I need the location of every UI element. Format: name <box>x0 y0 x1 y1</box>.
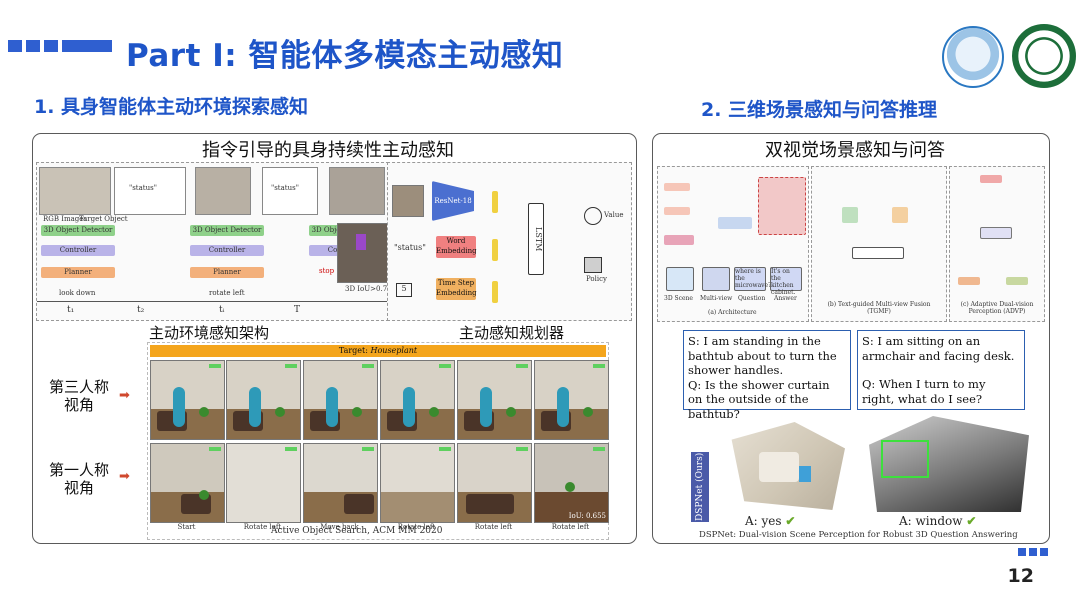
check-icon: ✔ <box>966 514 977 528</box>
frame-thumbnail: "status" <box>114 167 186 215</box>
page-number: 12 <box>1007 565 1034 587</box>
first-person-frame <box>380 443 455 523</box>
first-person-label: 第一人称视角 <box>48 461 109 497</box>
fc-layer <box>492 281 498 303</box>
title-decoration <box>8 40 112 52</box>
frame-thumbnail <box>195 167 251 215</box>
stop-label: stop <box>319 267 335 275</box>
planner-block: Planner <box>190 267 264 278</box>
third-person-label: 第三人称视角 <box>48 378 109 414</box>
tgmf-figure: (b) Text-guided Multi-view Fusion (TGMF) <box>811 166 947 322</box>
third-person-frame <box>226 360 301 440</box>
input-image <box>392 185 424 217</box>
left-section-heading: 1. 具身智能体主动环境探索感知 <box>34 96 309 118</box>
target-banner: Target: Houseplant <box>150 345 606 357</box>
iou-readout: IoU: 0.655 <box>568 512 606 520</box>
architecture-caption: 主动环境感知架构 <box>149 324 270 342</box>
third-person-frame <box>150 360 225 440</box>
resnet-block: ResNet-18 <box>432 181 474 221</box>
advp-figure: (c) Adaptive Dual-vision Perception (ADV… <box>949 166 1045 322</box>
status-input: "status" <box>394 243 426 252</box>
answer-2: A: window ✔ <box>899 514 977 528</box>
dspnet-tag: DSPNet (Ours) <box>691 452 709 522</box>
first-person-frame <box>457 443 532 523</box>
left-reference: Active Object Search, ACM MM 2020 <box>271 526 443 536</box>
controller-block: Controller <box>190 245 264 256</box>
third-person-frame <box>534 360 609 440</box>
right-reference: DSPNet: Dual-vision Scene Perception for… <box>699 530 1018 540</box>
sysu-logo <box>1012 24 1076 88</box>
frame-thumbnail <box>39 167 111 215</box>
qa-example-1: S: I am standing in the bathtub about to… <box>683 330 851 421</box>
footer-decoration <box>1018 548 1048 556</box>
left-panel-title: 指令引导的具身持续性主动感知 <box>202 140 454 161</box>
value-head <box>584 207 602 225</box>
right-panel: 双视觉场景感知与问答 where is the microwave? It's … <box>652 133 1050 544</box>
right-section-heading: 2. 三维场景感知与问答推理 <box>701 99 938 121</box>
qa-example-2: S: I am sitting on an armchair and facin… <box>857 330 1025 410</box>
arrow-right-icon: ➡ <box>119 469 130 484</box>
office-3d-render <box>869 416 1029 512</box>
first-person-frame <box>226 443 301 523</box>
time-step-block: Time Step Embedding <box>436 278 477 300</box>
third-person-frame <box>303 360 378 440</box>
search-episode-figure: Target: Houseplant IoU: 0.655 Start Rota… <box>147 342 609 540</box>
word-embedding-block: Word Embedding <box>436 236 477 258</box>
first-person-frame <box>303 443 378 523</box>
fc-layer <box>492 239 498 261</box>
first-person-frame <box>150 443 225 523</box>
step-input: 5 <box>396 283 412 297</box>
planner-block: Planner <box>41 267 115 278</box>
scene-3d-thumbnail <box>337 223 395 283</box>
third-person-frame <box>457 360 532 440</box>
controller-block: Controller <box>41 245 115 256</box>
right-panel-title: 双视觉场景感知与问答 <box>765 140 945 161</box>
dspnet-architecture-figure: where is the microwave? It's on the kitc… <box>657 166 809 322</box>
frame-thumbnail: "status" <box>262 167 318 215</box>
bathroom-3d-render <box>731 422 845 510</box>
detector-block: 3D Object Detector <box>190 225 264 236</box>
policy-head <box>584 257 602 273</box>
frame-thumbnail <box>329 167 385 215</box>
fc-layer <box>492 191 498 213</box>
planner-caption: 主动感知规划器 <box>459 324 565 342</box>
left-panel: 指令引导的具身持续性主动感知 "status" "status" RGB Ima… <box>32 133 637 544</box>
check-icon: ✔ <box>785 514 796 528</box>
pengcheng-lab-logo <box>942 26 1004 88</box>
page-title: Part I: 智能体多模态主动感知 <box>126 38 564 74</box>
detector-block: 3D Object Detector <box>41 225 115 236</box>
lstm-block: LSTM <box>528 203 544 275</box>
answer-1: A: yes ✔ <box>745 514 796 528</box>
first-person-frame: IoU: 0.655 <box>534 443 609 523</box>
arrow-right-icon: ➡ <box>119 388 130 403</box>
pipeline-diagram: "status" "status" RGB Images Target Obje… <box>36 162 414 321</box>
third-person-frame <box>380 360 455 440</box>
planner-network-diagram: ResNet-18 Word Embedding "status" Time S… <box>387 162 632 321</box>
timeline-axis <box>37 301 413 302</box>
